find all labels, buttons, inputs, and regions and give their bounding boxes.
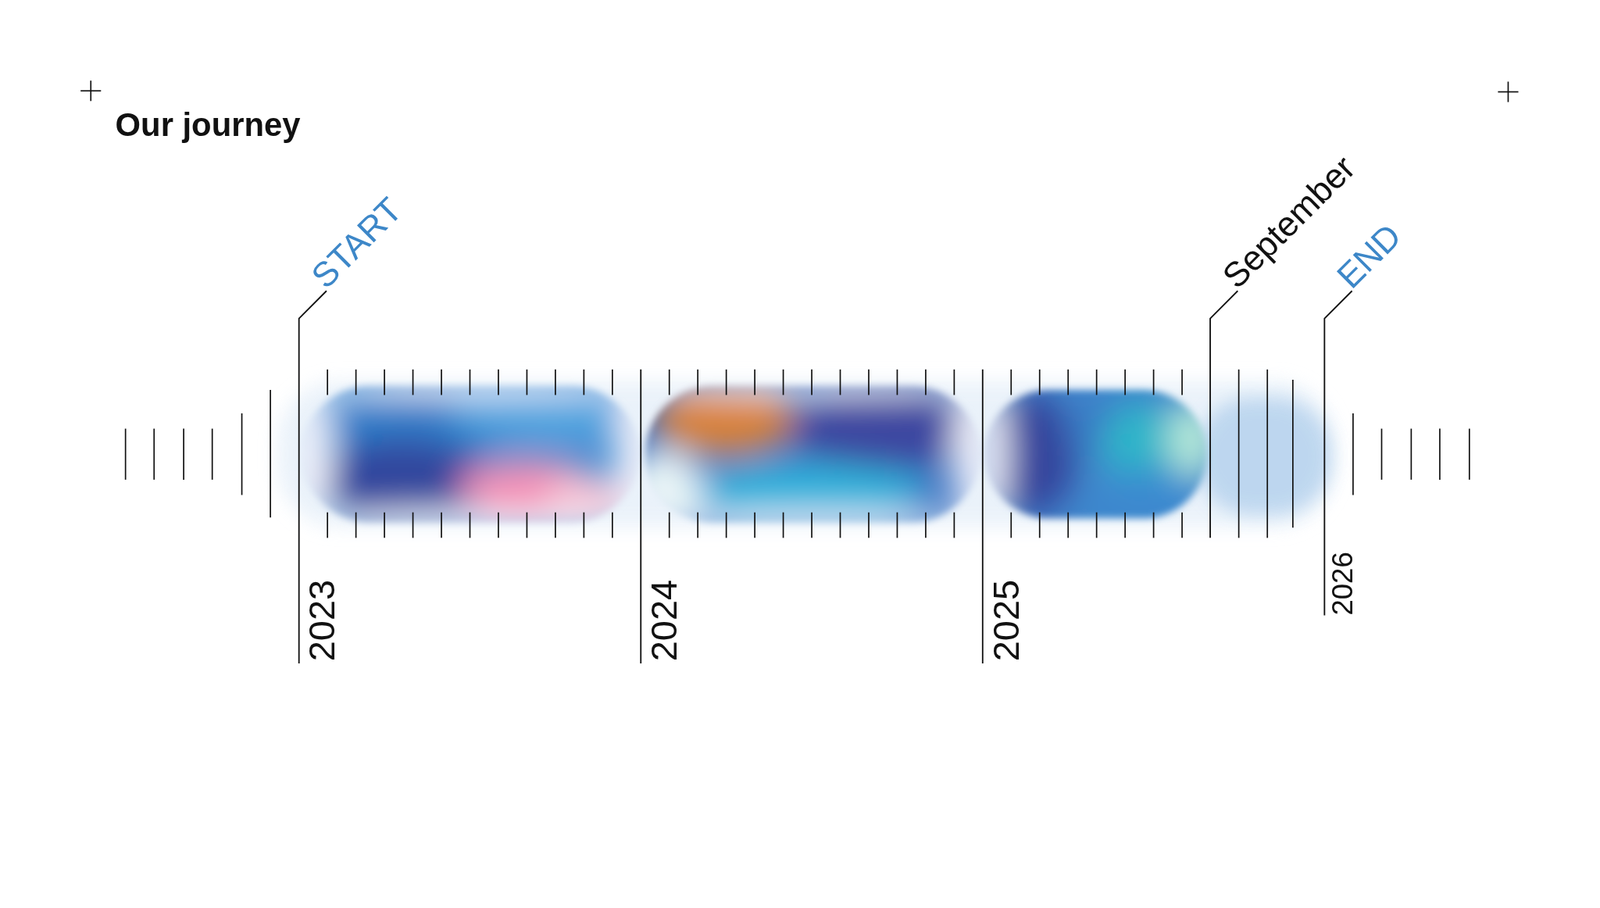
tick-mark: [925, 512, 927, 539]
tick-mark: [412, 369, 415, 396]
tick-mark: [668, 369, 671, 396]
gradient-pill: [967, 382, 1220, 526]
tick-mark: [1181, 369, 1183, 396]
tick-mark: [696, 512, 699, 539]
tick-mark: [725, 369, 728, 396]
tick-mark: [1153, 369, 1155, 396]
tick-mark: [725, 512, 728, 539]
gradient-pill: [622, 372, 1007, 539]
tick-mark: [469, 512, 472, 539]
tick-mark: [668, 512, 671, 539]
tick-mark: [839, 512, 842, 539]
tick-mark: [810, 512, 813, 539]
tick-mark: [497, 512, 500, 539]
tick-mark: [753, 369, 756, 396]
tick-mark: [1381, 428, 1383, 480]
tick-mark: [125, 428, 127, 480]
tick-mark: [383, 512, 386, 539]
text-layer: Our journeySTART202320242025SeptemberEND…: [0, 0, 1600, 696]
tick-mark: [355, 512, 358, 539]
tick-mark: [526, 369, 529, 396]
corner-cross: [80, 80, 1518, 102]
year-label: 2026: [1328, 551, 1358, 615]
tick-mark: [326, 512, 329, 539]
tick-marks: [125, 369, 1470, 539]
tick-mark: [1181, 512, 1183, 539]
milestone-label: START: [304, 191, 408, 294]
tick-mark: [554, 512, 557, 539]
tick-mark: [526, 512, 529, 539]
tick-mark: [1067, 369, 1069, 396]
tick-mark: [1410, 428, 1413, 480]
tick-mark: [1439, 428, 1441, 480]
tick-mark: [1352, 413, 1354, 495]
tick-mark: [810, 369, 813, 396]
tick-mark: [1468, 428, 1471, 480]
tick-mark: [326, 369, 329, 396]
tick-mark: [1010, 512, 1012, 539]
tick-mark: [583, 369, 586, 396]
tick-mark: [412, 512, 415, 539]
tick-mark: [839, 369, 842, 396]
tick-mark: [554, 369, 557, 396]
tick-mark: [241, 413, 243, 495]
tick-mark: [896, 369, 899, 396]
gradient-pill: [275, 371, 666, 540]
stage: Our journeySTART202320242025SeptemberEND…: [0, 0, 1600, 696]
tick-mark: [383, 369, 386, 396]
tick-mark: [583, 512, 586, 539]
page-title: Our journey: [115, 107, 301, 141]
tick-mark: [1039, 512, 1041, 539]
tick-mark: [1096, 369, 1098, 396]
fade-blob: [1196, 397, 1331, 515]
year-label: 2025: [987, 579, 1025, 662]
tick-mark: [497, 369, 500, 396]
tick-mark: [611, 512, 614, 539]
tick-mark: [1067, 512, 1069, 539]
tick-mark: [867, 512, 870, 539]
tick-mark: [355, 369, 358, 396]
tick-mark: [211, 428, 214, 480]
tick-mark: [153, 428, 155, 480]
tick-mark: [1266, 369, 1268, 539]
tick-mark: [1096, 512, 1098, 539]
tick-mark: [1039, 369, 1041, 396]
tick-mark: [440, 369, 443, 396]
tick-mark: [953, 512, 956, 539]
tick-mark: [269, 389, 272, 518]
tick-mark: [867, 369, 870, 396]
tick-mark: [782, 369, 785, 396]
tick-mark: [1010, 369, 1012, 396]
tick-mark: [753, 512, 756, 539]
tick-mark: [469, 369, 472, 396]
band-glow: [277, 381, 1335, 526]
leader-lines: [299, 290, 1353, 664]
tick-mark: [1124, 512, 1126, 539]
tick-mark: [1153, 512, 1155, 539]
tick-mark: [925, 369, 927, 396]
tick-mark: [896, 512, 899, 539]
tick-mark: [953, 369, 956, 396]
tick-mark: [1292, 379, 1294, 528]
tick-mark: [696, 369, 699, 396]
timeline-illustration: [0, 0, 1600, 696]
year-label: 2023: [303, 579, 341, 662]
tick-mark: [440, 512, 443, 539]
year-label: 2024: [646, 579, 683, 662]
milestone-label: END: [1330, 217, 1408, 294]
tick-mark: [782, 512, 785, 539]
tick-mark: [611, 369, 614, 396]
tick-mark: [1124, 369, 1126, 396]
tick-mark: [182, 428, 185, 480]
tick-mark: [1238, 369, 1240, 539]
